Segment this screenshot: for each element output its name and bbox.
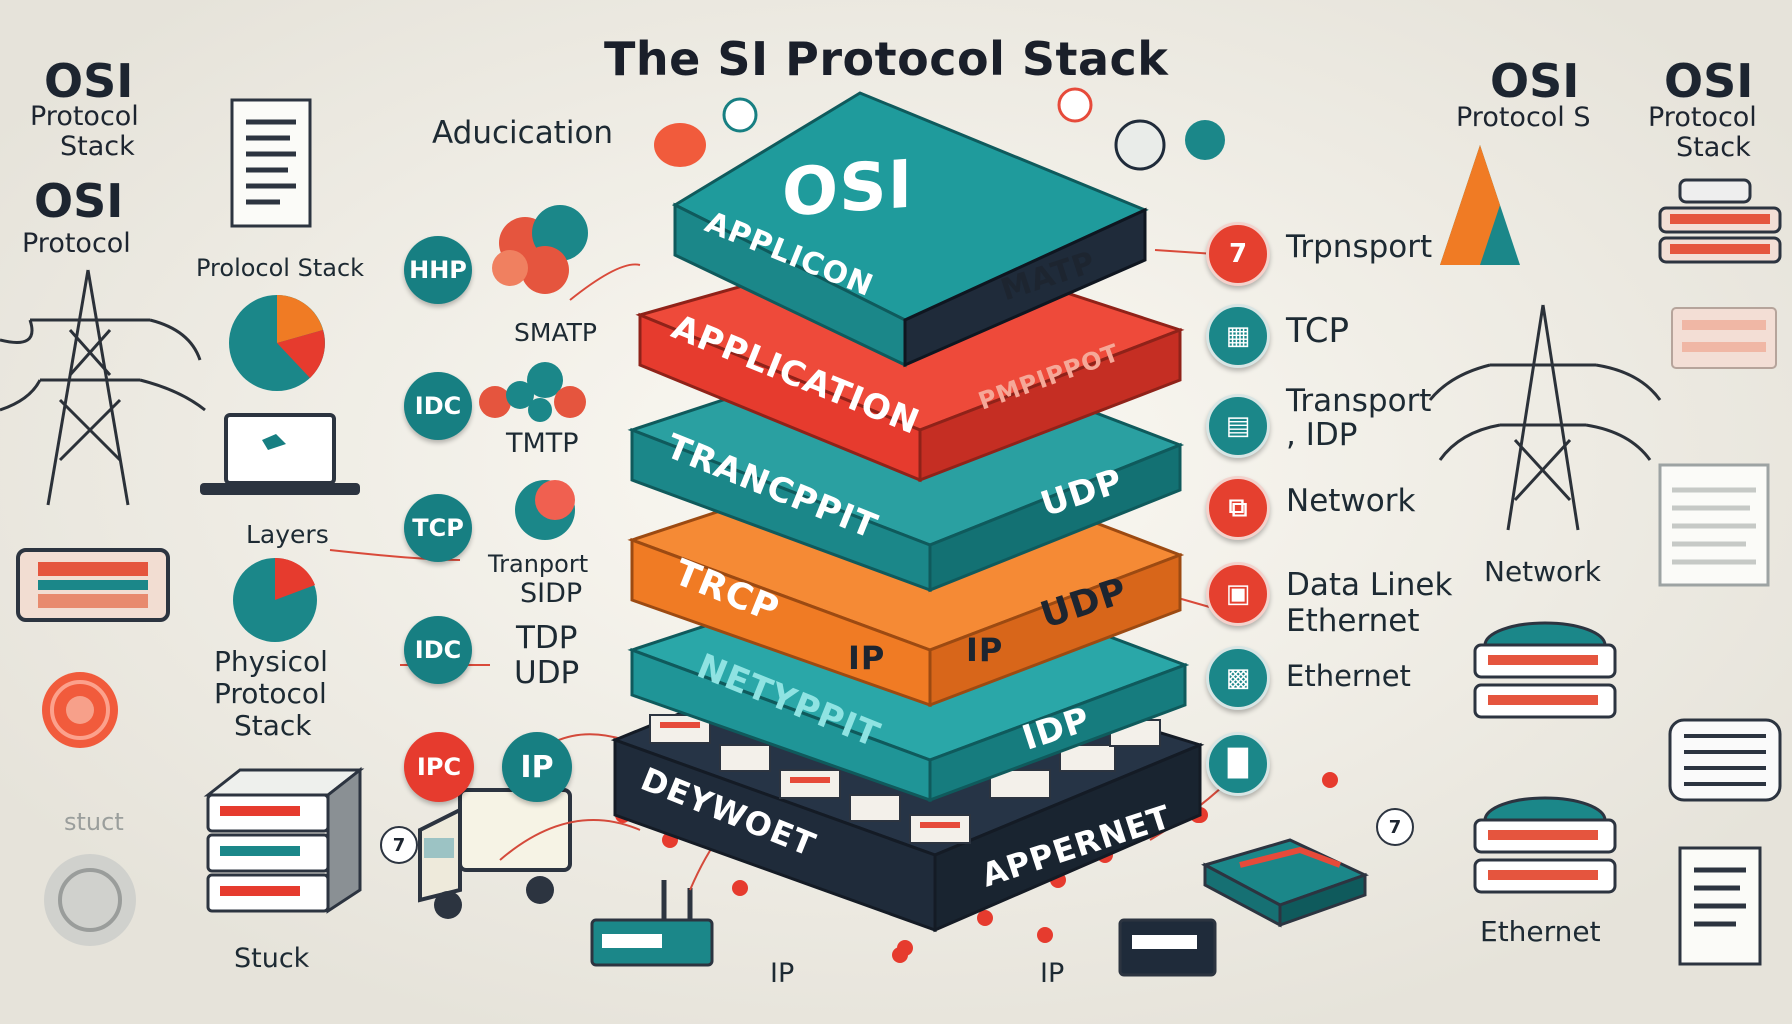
aducication-label: Aducication <box>432 115 614 151</box>
left-osi-heading: OSI <box>44 54 134 108</box>
bottom-ip-label-2: IP <box>1040 958 1065 989</box>
router-icon <box>590 880 714 967</box>
bubble-hhp: HHP <box>404 236 472 304</box>
seven-badge: 7 <box>380 826 418 864</box>
layers-label: Layers <box>246 520 329 549</box>
doc-icon: ▤ <box>1206 394 1270 458</box>
stack-top-osi: OSI <box>782 145 914 232</box>
transmission-tower-icon <box>0 269 206 506</box>
bubble-ip: IP <box>502 732 572 802</box>
server-stack-icon <box>203 766 365 914</box>
right-item-network: Network <box>1286 483 1416 519</box>
right-osi-sub: Protocol S <box>1456 102 1591 133</box>
tdp-line1: TDP <box>516 620 578 656</box>
truck-icon <box>418 788 572 919</box>
server-stack-icon <box>1473 621 1617 719</box>
globe-icon <box>44 854 136 946</box>
transmission-tower-icon <box>1428 304 1662 531</box>
document-icon <box>1658 463 1770 587</box>
bubble-ipc: IPC <box>404 732 474 802</box>
pie-chart-icon <box>229 295 325 391</box>
right-item-transport-line2: , IDP <box>1286 417 1358 453</box>
tranport-line2: SIDP <box>520 578 583 609</box>
bottom-ip-label-1: IP <box>770 958 795 989</box>
grid-icon: ▩ <box>1206 646 1270 710</box>
right-item-trpnsport: Trpnsport <box>1286 229 1433 265</box>
left-protocol-stack-line1: Protocol <box>30 101 139 132</box>
physical-line1: Physicol <box>214 645 328 678</box>
struct-label: stuct <box>64 808 124 836</box>
left-protocol-label: Protocol <box>22 228 131 259</box>
right-item-transport-line1: Transport <box>1286 383 1432 419</box>
right-item-datalink-line2: Ethernet <box>1286 603 1420 639</box>
pie-chart-icon <box>233 557 317 642</box>
tdp-line2: UDP <box>514 655 580 691</box>
document-icon <box>1678 846 1762 966</box>
document-icon <box>230 98 312 228</box>
stuck-label: Stuck <box>234 943 310 974</box>
bubble-idc: IDC <box>404 372 472 440</box>
left-protocol-stack-line2: Stack <box>60 131 135 162</box>
layer4-mid-label: IP <box>848 639 886 677</box>
page-title: The SI Protocol Stack <box>604 32 1169 86</box>
rack-panel-icon <box>1658 178 1782 264</box>
right-osi-heading-2: OSI <box>1664 54 1754 108</box>
physical-line2: Protocol <box>214 677 327 710</box>
right-osi2-sub2: Stack <box>1676 132 1751 163</box>
triangle-logo-icon <box>1440 145 1520 265</box>
molecule-icon <box>479 205 588 540</box>
tmtp-label: TMTP <box>506 428 579 459</box>
router-icon <box>1118 918 1217 977</box>
right-osi2-sub1: Protocol <box>1648 102 1757 133</box>
target-icon <box>42 672 118 748</box>
bottom-seven-badge: 7 <box>1376 808 1414 846</box>
smatp-label: SMATP <box>514 318 597 347</box>
right-ethernet-label: Ethernet <box>1480 915 1601 948</box>
doc-caption: Prolocol Stack <box>196 254 365 282</box>
network-icon: ⧉ <box>1206 476 1270 540</box>
badge-icon <box>654 87 1225 171</box>
right-item-tcp: TCP <box>1286 311 1350 351</box>
laptop-icon <box>200 413 360 495</box>
server-icon: ▦ <box>1206 304 1270 368</box>
right-network-label: Network <box>1484 555 1601 588</box>
right-item-ethernet: Ethernet <box>1286 659 1411 693</box>
stack-layer-1 <box>671 91 1149 368</box>
switch-icon <box>1201 838 1369 928</box>
physical-line3: Stack <box>234 709 312 742</box>
tranport-line1: Tranport <box>488 550 589 578</box>
bubble-tcp: TCP <box>404 494 472 562</box>
data-icon: ▣ <box>1206 562 1270 626</box>
layer4-mid-label-2: IP <box>966 631 1004 669</box>
seven-icon: 7 <box>1206 222 1270 286</box>
fiber-icon: █ <box>1206 732 1270 796</box>
right-item-datalink-line1: Data Linek <box>1286 567 1453 603</box>
server-stack-icon <box>1473 796 1617 894</box>
document-icon <box>1671 307 1777 369</box>
left-osi-heading-2: OSI <box>34 174 124 228</box>
bubble-idc-2: IDC <box>404 616 472 684</box>
right-osi-heading: OSI <box>1490 54 1580 108</box>
cloud-server-icon <box>1668 718 1782 802</box>
rack-panel-icon <box>16 548 170 622</box>
